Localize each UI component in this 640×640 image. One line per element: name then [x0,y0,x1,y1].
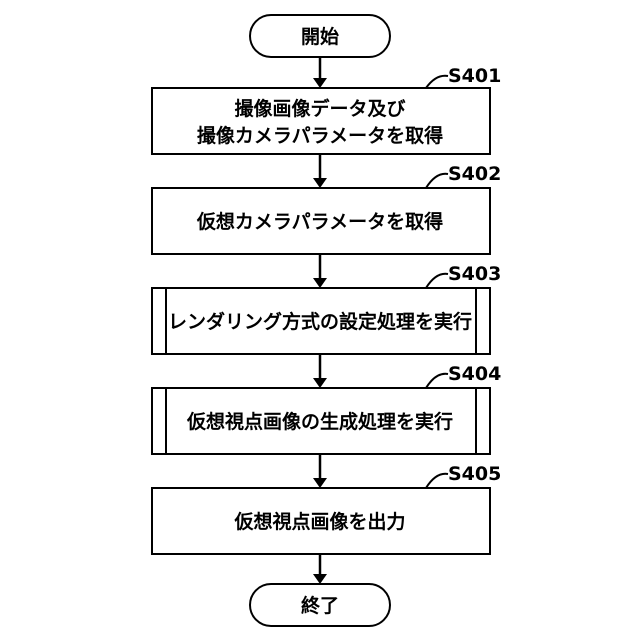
step-s404: S404 仮想視点画像の生成処理を実行 [152,363,501,454]
step-s404-id: S404 [448,363,501,385]
step-s405-leader [426,474,448,488]
step-s404-leader [426,374,448,388]
arrowhead-s404-s405 [313,478,327,488]
step-s402-line-1: 仮想カメラパラメータを取得 [196,210,443,233]
step-s403-line-1: レンダリング方式の設定処理を実行 [168,310,472,333]
step-s405: S405 仮想視点画像を出力 [152,463,501,554]
start-terminator: 開始 [250,15,390,57]
start-label: 開始 [301,25,339,48]
step-s403: S403 レンダリング方式の設定処理を実行 [152,263,501,354]
arrowhead-s403-s404 [313,378,327,388]
step-s403-leader [426,274,448,288]
end-label: 終了 [301,594,339,617]
arrowhead-s405-end [313,574,327,584]
arrowhead-s401-s402 [313,178,327,188]
arrowhead-start-s401 [313,78,327,88]
end-terminator: 終了 [250,584,390,626]
step-s404-line-1: 仮想視点画像の生成処理を実行 [186,410,453,433]
step-s401-line-2: 撮像カメラパラメータを取得 [197,124,443,147]
step-s403-id: S403 [448,263,501,285]
arrowhead-s402-s403 [313,278,327,288]
step-s401-leader [426,76,448,88]
step-s405-id: S405 [448,463,501,485]
step-s402-id: S402 [448,163,501,185]
step-s401-line-1: 撮像画像データ及び [234,97,405,120]
step-s402: S402 仮想カメラパラメータを取得 [152,163,501,254]
step-s402-leader [426,174,448,188]
step-s401-id: S401 [448,65,501,87]
step-s405-line-1: 仮想視点画像を出力 [233,510,405,533]
